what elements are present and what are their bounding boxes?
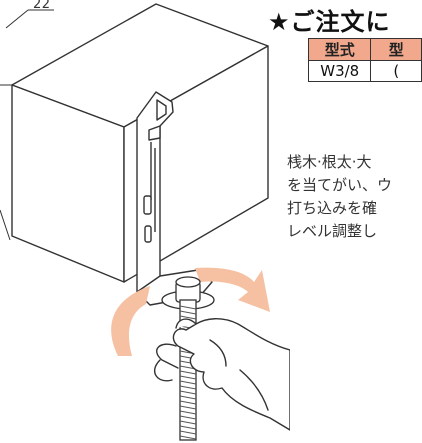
- description-line: を当てがい、ウ: [287, 176, 393, 194]
- description-line: 打ち込みを確: [287, 199, 378, 217]
- table-row: W3/8 (: [307, 60, 422, 82]
- rotation-arrow: [111, 286, 150, 356]
- illustration-svg: [0, 3, 290, 441]
- edge-line-lower: [0, 209, 11, 241]
- dimension-leader: [5, 9, 54, 29]
- table-header-type: 型: [370, 38, 422, 61]
- installation-illustration: 22: [0, 0, 290, 441]
- table-header-model: 型式: [307, 38, 372, 61]
- table-cell-model: W3/8: [307, 60, 372, 82]
- table-cell-type: (: [370, 60, 422, 82]
- spec-table: 型式 型 W3/8 (: [307, 38, 422, 82]
- wood-block: [11, 3, 269, 283]
- hand: [154, 318, 290, 431]
- spec-table-header-row: 型式 型: [307, 38, 422, 61]
- rotation-arrow-right: [195, 267, 270, 312]
- order-note-heading: ★ご注文に: [268, 8, 391, 36]
- description-line: レベル調整し: [287, 222, 378, 240]
- description-line: 桟木·根太·大: [287, 153, 372, 171]
- dimension-label: 22: [33, 0, 51, 12]
- description-text: 桟木·根太·大 を当てがい、ウ 打ち込みを確 レベル調整し: [287, 151, 422, 243]
